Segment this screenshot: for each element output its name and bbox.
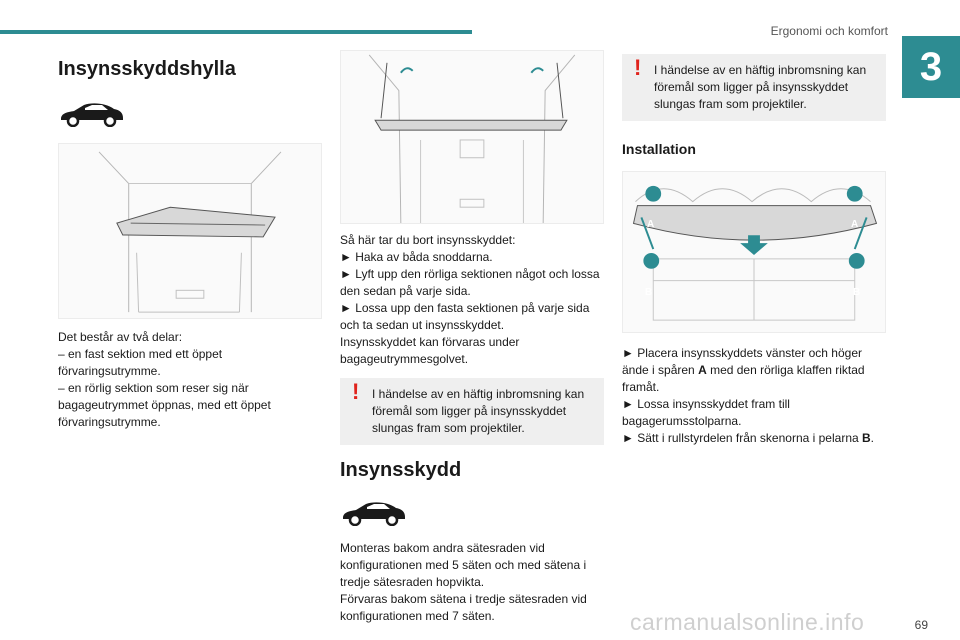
warning-box: ! I händelse av en häftig inbromsning ka… [622, 54, 886, 121]
section-title: Insynsskydd [340, 459, 462, 481]
fixed-shelf-illustration [58, 143, 322, 319]
step-item: ► Lossa upp den fasta sektionen på varje… [340, 301, 590, 332]
watermark: carmanualsonline.info [630, 609, 865, 635]
step-item: ► Haka av båda snoddarna. [340, 250, 493, 264]
warning-icon: ! [352, 379, 360, 404]
page-number: 69 [914, 618, 928, 632]
warning-text: I händelse av en häftig inbromsning kan … [654, 63, 867, 111]
intro-text: Det består av två delar: [58, 330, 183, 344]
warning-icon: ! [634, 55, 642, 80]
install-step: ► Lossa insynsskyddet fram till bagageru… [622, 397, 790, 428]
warning-text: I händelse av en häftig inbromsning kan … [372, 387, 585, 435]
warning-box: ! I händelse av en häftig inbromsning ka… [340, 378, 604, 445]
running-head: Ergonomi och komfort [770, 24, 888, 38]
label-a-left: A [647, 219, 655, 230]
car-side-icon [61, 103, 123, 127]
list-item: – en rörlig sektion som reser sig när ba… [58, 381, 271, 429]
car-side-icon [343, 502, 405, 526]
list-item: – en fast sektion med ett öppet förvarin… [58, 347, 223, 378]
chapter-tab: 3 [902, 36, 960, 98]
installation-illustration [622, 171, 886, 333]
steps-intro: Så här tar du bort insynsskyddet: [340, 233, 516, 247]
label-b-left: B [645, 287, 653, 298]
column-1: Insynsskyddshylla Det består av två dela… [58, 48, 322, 431]
column-2: Så här tar du bort insynsskyddet: ► Haka… [340, 48, 604, 625]
install-step: ► Sätt i rullstyrdelen från skenorna i p… [622, 431, 875, 445]
install-step: ► Placera insynsskyddets vänster och hög… [622, 346, 865, 394]
storage-note: Insynsskyddet kan förvaras under bagageu… [340, 335, 520, 366]
label-a-right: A [851, 219, 859, 230]
step-item: ► Lyft upp den rörliga sektionen något o… [340, 267, 600, 298]
label-b-right: B [853, 287, 861, 298]
body-text: Monteras bakom andra sätesraden vid konf… [340, 541, 587, 623]
removal-illustration [340, 50, 604, 224]
header-rule [0, 30, 472, 34]
subsection-title: Installation [622, 141, 696, 157]
column-3: ! I händelse av en häftig inbromsning ka… [622, 48, 886, 447]
section-title: Insynsskyddshylla [58, 58, 236, 80]
